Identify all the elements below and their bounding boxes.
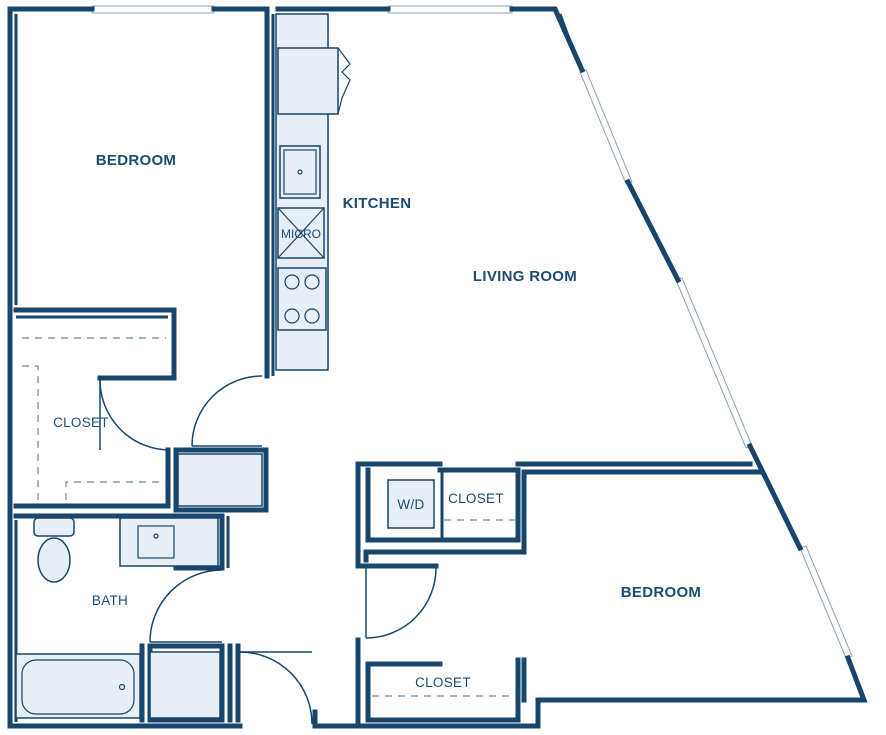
windows [91,5,853,659]
label-closet-3: CLOSET [415,675,471,690]
doors [99,375,437,725]
window-living-diagonal [579,69,633,185]
label-closet-1: CLOSET [53,415,109,430]
refrigerator [277,47,339,115]
linen-cabinet [149,651,221,719]
toilet-bowl [37,537,71,583]
hall-cabinet [177,453,263,507]
kitchen-fixtures [275,13,351,371]
label-closet-2: CLOSET [448,491,504,506]
bath-fixtures [15,453,263,719]
bathtub [15,653,141,719]
toilet-tank [33,517,75,537]
window-living-diagonal-2 [675,277,753,449]
label-kitchen: KITCHEN [343,195,412,212]
room-labels: BEDROOM KITCHEN LIVING ROOM CLOSET BATH … [53,152,701,690]
exterior-walls [7,6,868,729]
window-bedroom-top [91,5,215,14]
label-washer-dryer: W/D [397,497,424,512]
vanity [119,517,219,567]
label-living-room: LIVING ROOM [473,268,577,285]
label-bedroom-1: BEDROOM [96,152,176,169]
window-bedroom-diagonal [799,545,853,659]
interior-walls [13,6,765,729]
washer-dryer [387,479,435,529]
label-bedroom-2: BEDROOM [621,584,701,601]
label-bath: BATH [92,593,128,608]
window-kitchen-top [387,5,513,14]
kitchen-sink [279,145,321,199]
label-microwave: MICRO [281,227,321,241]
stove [277,267,327,331]
